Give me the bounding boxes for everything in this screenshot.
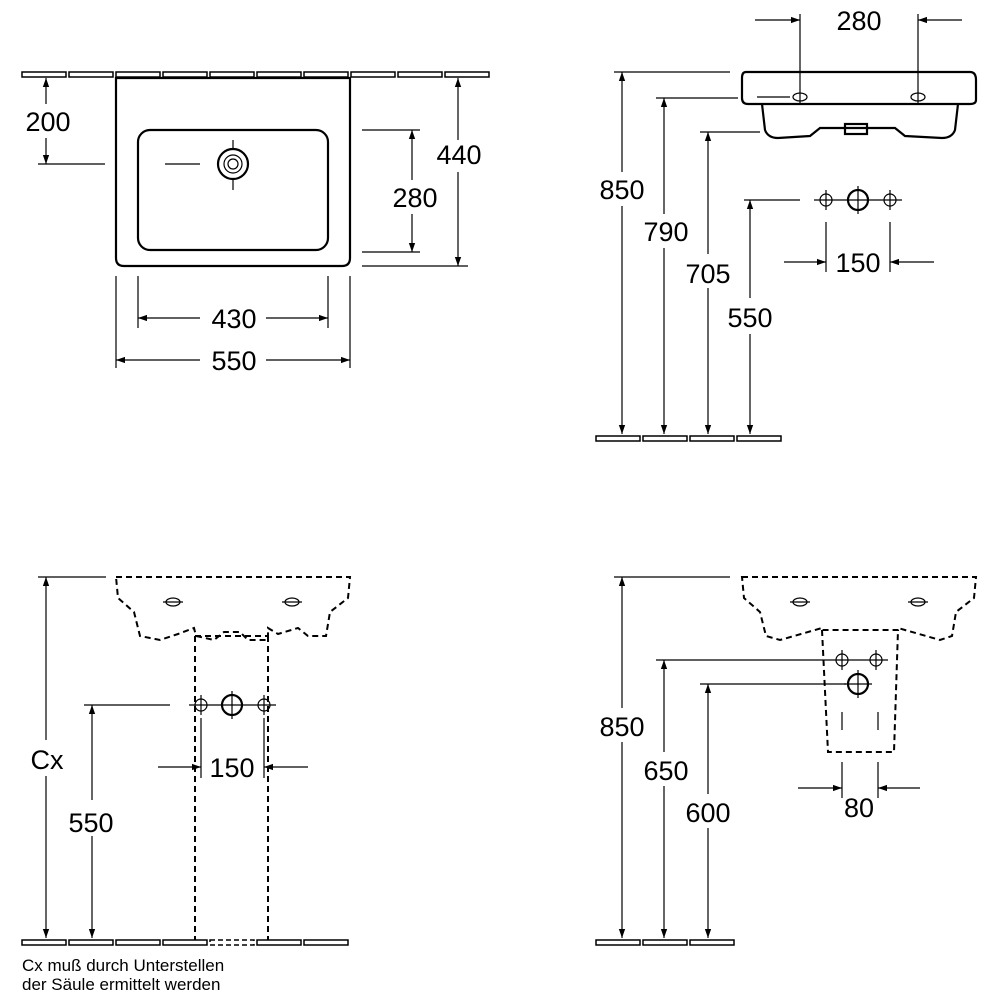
dim-200: 200 bbox=[25, 107, 70, 137]
bowl-outline bbox=[136, 128, 330, 252]
dim-280-bowl: 280 bbox=[392, 183, 437, 213]
dim-150-pedestal: 150 bbox=[209, 753, 254, 783]
supply-connections-icon bbox=[189, 691, 276, 719]
floor-semi bbox=[595, 939, 735, 946]
basin-dashed-outline bbox=[114, 576, 352, 642]
tap-hole-icon bbox=[790, 597, 928, 607]
dim-705: 705 bbox=[685, 259, 730, 289]
pedestal-column bbox=[194, 635, 269, 940]
drain-icon bbox=[165, 140, 250, 190]
note-line-2: der Säule ermittelt werden bbox=[22, 975, 220, 994]
semi-pedestal-view: 80 850 650 600 bbox=[595, 576, 978, 946]
dim-150-side: 150 bbox=[835, 248, 880, 278]
dim-600: 600 bbox=[685, 798, 730, 828]
dim-550-pedestal: 550 bbox=[68, 808, 113, 838]
dim-850-semi: 850 bbox=[599, 712, 644, 742]
top-view: 200 440 280 430 550 bbox=[21, 71, 490, 376]
wall-tiles-top bbox=[21, 71, 490, 78]
tap-hole-icon bbox=[757, 64, 926, 104]
note-line-1: Cx muß durch Unterstellen bbox=[22, 956, 224, 975]
dim-430: 430 bbox=[211, 304, 256, 334]
tap-hole-icon bbox=[163, 597, 302, 607]
basin-dashed-outline bbox=[740, 576, 978, 642]
dim-280-taps: 280 bbox=[836, 6, 881, 36]
semi-pedestal-shroud bbox=[821, 629, 899, 753]
dim-790: 790 bbox=[643, 217, 688, 247]
floor-pedestal bbox=[21, 939, 349, 946]
floor-side bbox=[595, 435, 782, 442]
pedestal-view: 150 Cx 550 Cx muß durch Unterstellen der… bbox=[21, 576, 352, 994]
dim-cx: Cx bbox=[31, 745, 64, 775]
dim-850-side: 850 bbox=[599, 175, 644, 205]
side-view: 280 150 bbox=[595, 6, 978, 442]
supply-connections-icon bbox=[814, 186, 902, 214]
dim-80: 80 bbox=[844, 793, 874, 823]
dim-550-side: 550 bbox=[727, 303, 772, 333]
supply-connections-icon bbox=[830, 650, 888, 698]
basin-outline bbox=[114, 76, 352, 268]
basin-profile bbox=[740, 70, 978, 106]
dim-650: 650 bbox=[643, 756, 688, 786]
dim-440: 440 bbox=[436, 140, 481, 170]
dim-550-width: 550 bbox=[211, 346, 256, 376]
